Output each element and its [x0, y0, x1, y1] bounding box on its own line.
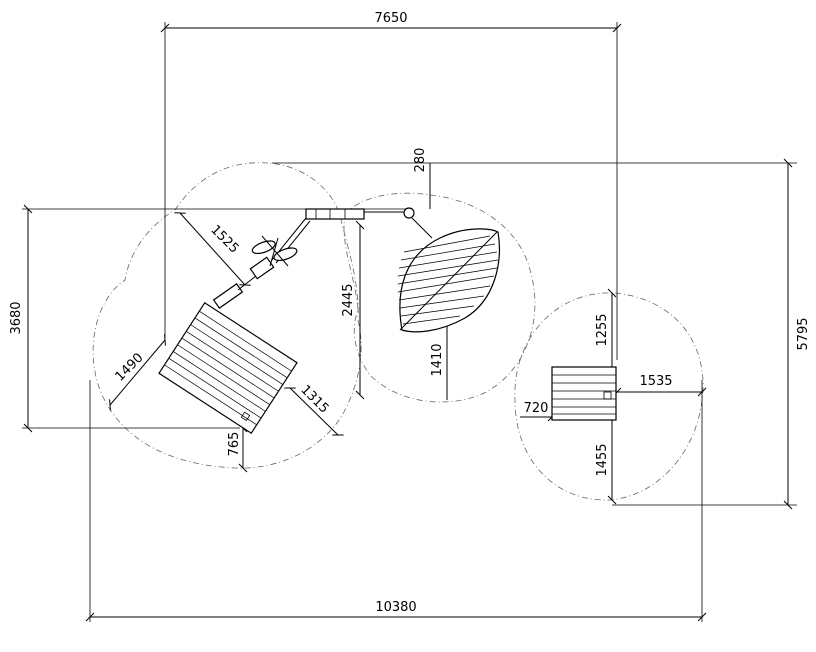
dim-label-3680: 3680 — [9, 301, 24, 334]
dim-label-10380: 10380 — [375, 600, 416, 615]
dim-line-1490 — [109, 334, 166, 411]
dim-label-7650: 7650 — [374, 11, 407, 26]
dim-label-1410: 1410 — [430, 343, 445, 376]
connecting-arm — [212, 207, 433, 309]
dim-label-1255: 1255 — [595, 313, 610, 346]
dim-label-765: 765 — [227, 432, 242, 457]
dim-label-1535: 1535 — [639, 374, 672, 389]
dim-label-1455: 1455 — [595, 443, 610, 476]
dim-line-1315 — [284, 387, 344, 436]
dim-label-280: 280 — [413, 148, 428, 173]
dim-label-2445: 2445 — [341, 283, 356, 316]
dim-label-720: 720 — [524, 401, 549, 416]
safety-zone-left — [92, 162, 362, 469]
bench — [551, 366, 617, 421]
dim-label-1525: 1525 — [207, 223, 241, 257]
dim-label-5795: 5795 — [796, 317, 811, 350]
leaf-platform — [397, 228, 500, 333]
cabin — [158, 301, 298, 435]
propeller — [251, 235, 298, 267]
dim-line-1525 — [174, 212, 251, 286]
dimension-lines — [23, 23, 793, 622]
